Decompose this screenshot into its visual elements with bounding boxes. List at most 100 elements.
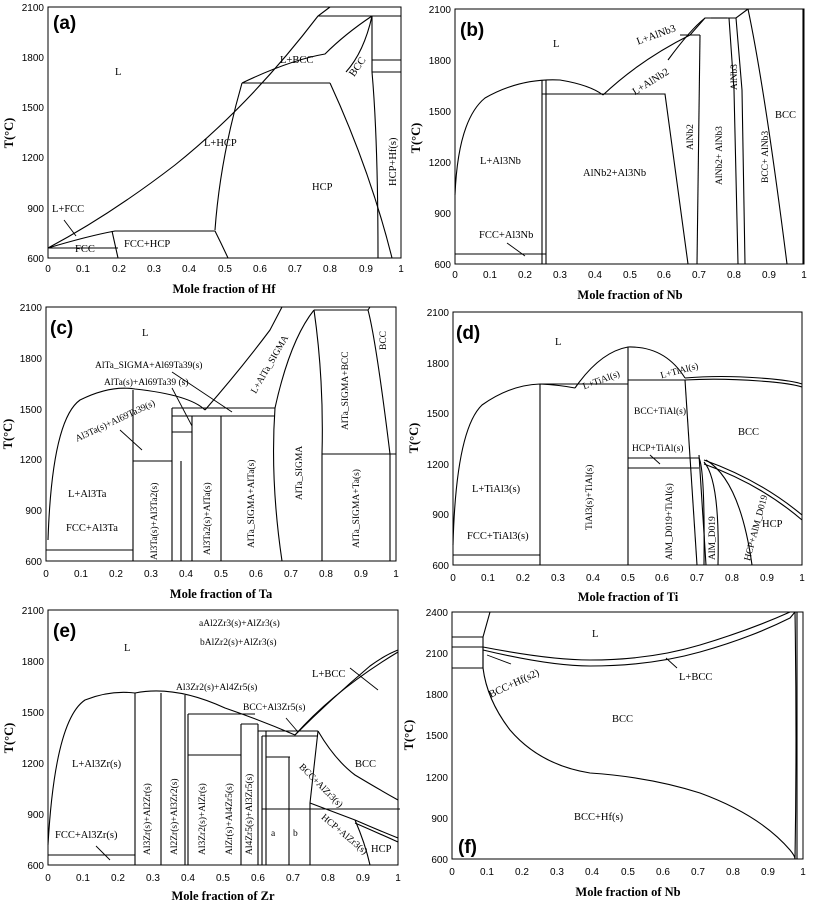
- x-tick-label: 0.3: [144, 569, 158, 580]
- panel-a: L L+BCC BCC L+HCP HCP HCP+Hf(s) L+FCC FC…: [2, 3, 404, 296]
- y-ticks-c: 2100 1800 1500 1200 900 600: [20, 303, 43, 568]
- plot-frame-a: [47, 6, 402, 259]
- x-tick-label: 0: [43, 569, 49, 580]
- x-tick-label: 0.7: [288, 264, 302, 275]
- region-label: L+AlTa_SIGMA: [250, 334, 291, 396]
- x-tick-label: 0.3: [553, 270, 567, 281]
- region-labels-b: L L+AlNb3 L+AlNb2 L+Al3Nb AlNb2+Al3Nb Al…: [479, 23, 796, 257]
- x-tick-label: 0.7: [690, 573, 704, 584]
- y-tick-label: 900: [27, 810, 44, 821]
- y-tick-label: 1200: [22, 153, 45, 164]
- phase-boundaries-b: [454, 8, 804, 265]
- region-label: L+HCP: [204, 138, 237, 149]
- y-tick-label: 2100: [427, 308, 450, 319]
- y-tick-label: 1200: [426, 773, 449, 784]
- region-labels-d: L L+TiAl(s) L+TiAl(s) BCC+TiAl(s) BCC HC…: [467, 337, 783, 562]
- phase-boundaries-d: [452, 346, 803, 566]
- y-tick-label: 1500: [22, 708, 45, 719]
- region-label: L: [592, 629, 598, 640]
- x-ticks-d: 0 0.1 0.2 0.3 0.4 0.5 0.6 0.7 0.8 0.9 1: [450, 573, 805, 584]
- plot-frame-f: [451, 611, 804, 860]
- x-tick-label: 0.9: [356, 873, 370, 884]
- y-tick-label: 600: [25, 557, 42, 568]
- y-ticks-e: 2100 1800 1500 1200 900 600: [22, 606, 45, 872]
- y-tick-label: 1500: [427, 409, 450, 420]
- region-label: L+BCC: [280, 55, 313, 66]
- annotation-arrow: [171, 371, 233, 413]
- x-tick-label: 0: [452, 270, 458, 281]
- region-label: BCC+Hf(s2): [487, 667, 541, 700]
- x-tick-label: 0.1: [76, 264, 90, 275]
- x-tick-label: 0.9: [354, 569, 368, 580]
- panel-f: L L+BCC BCC+Hf(s2) BCC BCC+Hf(s) 2400 21…: [402, 608, 806, 899]
- x-tick-label: 1: [800, 867, 806, 878]
- region-label: AlNb2+ AlNb3: [715, 126, 725, 185]
- region-label: BCC: [379, 331, 389, 350]
- region-label: HCP+AlZr3(s): [319, 812, 370, 857]
- x-tick-label: 0.9: [762, 270, 776, 281]
- panel-d: L L+TiAl(s) L+TiAl(s) BCC+TiAl(s) BCC HC…: [407, 308, 805, 604]
- x-tick-label: 0.2: [516, 573, 530, 584]
- region-label: Al3Ta2(s)+AlTa(s): [202, 482, 213, 555]
- y-tick-label: 1800: [22, 657, 45, 668]
- y-tick-label: 2400: [426, 608, 449, 619]
- x-tick-label: 0.7: [286, 873, 300, 884]
- phase-boundaries-f: [452, 611, 798, 860]
- y-tick-label: 600: [432, 561, 449, 572]
- region-label: BCC: [612, 714, 633, 725]
- y-axis-label: T(°C): [1, 419, 15, 450]
- x-axis-label: Mole fraction of Hf: [172, 282, 276, 296]
- region-label: BCC+ AlNb3: [761, 131, 771, 183]
- region-label: AlZr(s)+Al4Zr5(s): [224, 783, 235, 855]
- x-tick-label: 0.5: [623, 270, 637, 281]
- y-tick-label: 1800: [427, 359, 450, 370]
- x-tick-label: 0.6: [656, 867, 670, 878]
- region-label: L: [553, 39, 559, 50]
- panel-e: L aAl2Zr3(s)+AlZr3(s) bAlZr2(s)+AlZr3(s)…: [2, 606, 401, 903]
- region-label: FCC+HCP: [124, 239, 170, 250]
- x-tick-label: 0.5: [214, 569, 228, 580]
- x-axis-label: Mole fraction of Nb: [577, 288, 682, 302]
- x-tick-label: 0.5: [216, 873, 230, 884]
- y-tick-label: 2100: [429, 5, 452, 16]
- y-axis-label: T(°C): [2, 118, 16, 149]
- x-tick-label: 0.8: [726, 867, 740, 878]
- region-label: AlNb3: [730, 64, 740, 90]
- x-tick-label: 0.3: [550, 867, 564, 878]
- y-tick-label: 2100: [22, 606, 45, 617]
- x-tick-label: 0.1: [481, 573, 495, 584]
- region-label: FCC+Al3Ta: [66, 523, 118, 534]
- region-label: a: [271, 829, 276, 839]
- y-axis-label: T(°C): [2, 723, 16, 754]
- y-tick-label: 600: [27, 254, 44, 265]
- x-tick-label: 0.5: [621, 867, 635, 878]
- region-label: aAl2Zr3(s)+AlZr3(s): [199, 618, 280, 629]
- x-tick-label: 0.1: [480, 867, 494, 878]
- y-tick-label: 1200: [22, 759, 45, 770]
- x-tick-label: 0.1: [74, 569, 88, 580]
- y-ticks-a: 2100 1800 1500 1200 900 600: [22, 3, 45, 265]
- region-label: L: [142, 328, 148, 339]
- annotation-arrow: [171, 387, 193, 427]
- region-label: Al3Zr2(s)+Al4Zr5(s): [176, 682, 257, 693]
- x-axis-label: Mole fraction of Ta: [170, 587, 273, 601]
- region-label: HCP: [371, 844, 392, 855]
- x-tick-label: 0.8: [725, 573, 739, 584]
- x-tick-label: 0.8: [321, 873, 335, 884]
- phase-boundaries-c: [46, 306, 396, 562]
- x-tick-label: 0.6: [249, 569, 263, 580]
- y-tick-label: 1200: [20, 455, 43, 466]
- region-label: AlTa_SIGMA+AlTa(s): [246, 460, 257, 548]
- x-ticks-f: 0 0.1 0.2 0.3 0.4 0.5 0.6 0.7 0.8 0.9 1: [449, 867, 806, 878]
- region-label: AlTa(s)+Al69Ta39 (s): [104, 377, 189, 388]
- y-tick-label: 600: [27, 861, 44, 872]
- x-axis-label: Mole fraction of Ti: [578, 590, 679, 604]
- region-label: AlM_D019+TiAl(s): [664, 483, 675, 560]
- region-label: HCP+TiAl(s): [632, 443, 683, 454]
- y-tick-label: 600: [434, 260, 451, 271]
- region-label: Al3Ta(s)+Al3Ta2(s): [149, 483, 160, 560]
- x-tick-label: 0.5: [621, 573, 635, 584]
- y-ticks-f: 2400 2100 1800 1500 1200 900 600: [426, 608, 449, 866]
